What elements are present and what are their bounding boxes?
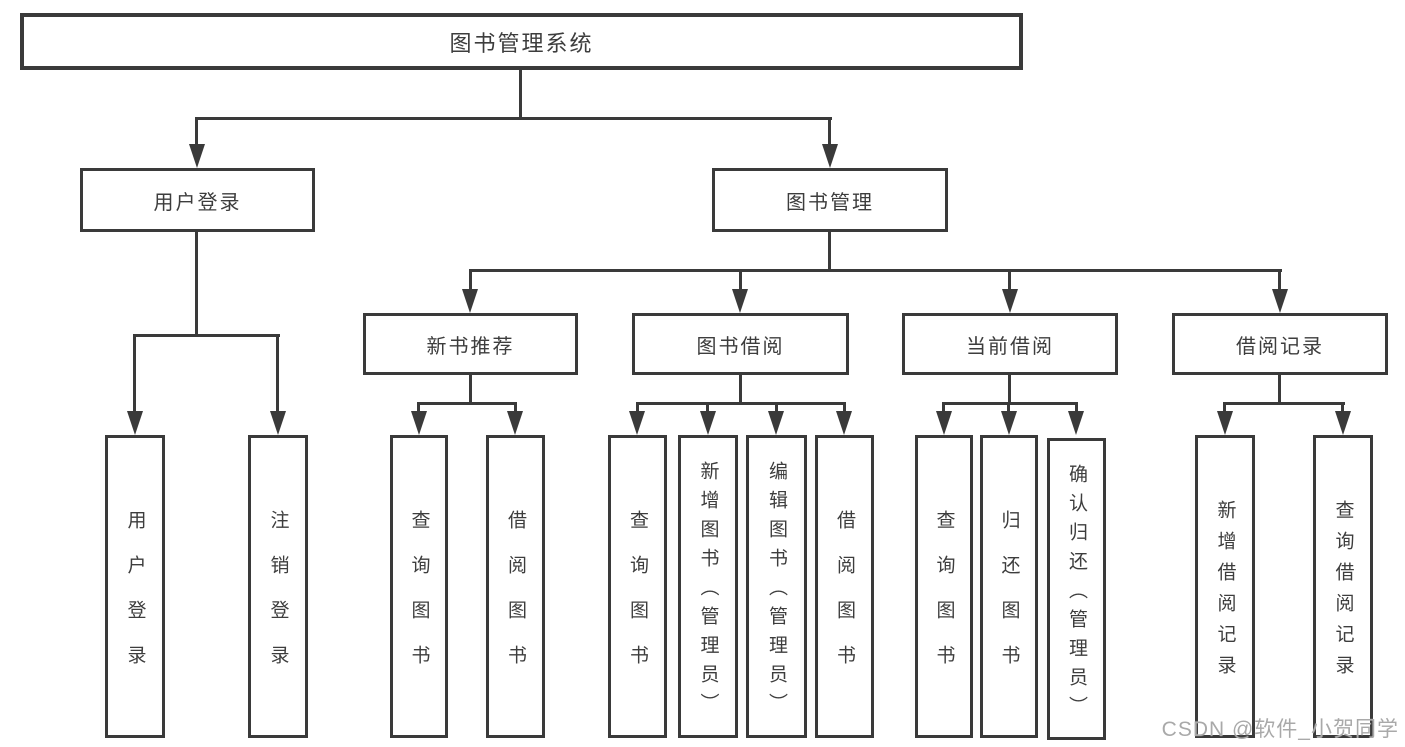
node-book-borrow: 图书借阅 <box>632 313 849 375</box>
connector-drop-book-mgmt <box>828 117 831 147</box>
arrowhead-bb-edit <box>768 411 784 435</box>
arrowhead-user-login <box>189 144 205 168</box>
connector-root-branch <box>195 117 832 120</box>
leaf-confirm-return-admin: 确认归还（管理员） <box>1047 438 1106 740</box>
arrowhead-new-book <box>462 289 478 313</box>
arrowhead-bb-query <box>629 411 645 435</box>
leaf-add-books-admin-label: 新增图书（管理员） <box>697 461 719 722</box>
connector-recommend-branch <box>417 402 517 405</box>
connector-current-branch <box>942 402 1078 405</box>
connector-root-stub <box>519 70 522 119</box>
node-book-borrow-label: 图书借阅 <box>696 335 785 358</box>
leaf-logout-login: 注销登录 <box>248 435 308 738</box>
leaf-query-books-recommend-label: 查询图书 <box>408 509 430 690</box>
node-user-login: 用户登录 <box>80 168 315 232</box>
leaf-query-borrow-record-label: 查询借阅记录 <box>1332 499 1354 686</box>
connector-drop-leaf-logout <box>276 334 279 413</box>
leaf-user-login-label: 用户登录 <box>124 509 146 690</box>
connector-current-stub <box>1008 375 1011 405</box>
node-user-login-label: 用户登录 <box>153 191 242 214</box>
connector-drop-rec-borrow <box>514 402 517 413</box>
connector-login-branch <box>133 334 280 337</box>
leaf-add-borrow-record-label: 新增借阅记录 <box>1214 499 1236 686</box>
connector-drop-cb-query <box>942 402 945 413</box>
node-borrow-records: 借阅记录 <box>1172 313 1388 375</box>
leaf-user-login: 用户登录 <box>105 435 165 738</box>
connector-drop-rc-query <box>1341 402 1344 413</box>
connector-drop-current-borrow <box>1008 269 1011 291</box>
leaf-query-books-recommend: 查询图书 <box>390 435 448 738</box>
arrowhead-current-borrow <box>1002 289 1018 313</box>
connector-mgmt-branch <box>469 269 1282 272</box>
leaf-query-borrow-record: 查询借阅记录 <box>1313 435 1373 738</box>
connector-drop-cb-confirm <box>1075 402 1078 413</box>
connector-drop-new-book <box>469 269 472 291</box>
arrowhead-rec-query <box>411 411 427 435</box>
leaf-add-borrow-record: 新增借阅记录 <box>1195 435 1255 738</box>
arrowhead-book-borrow <box>732 289 748 313</box>
arrowhead-leaf-logout <box>270 411 286 435</box>
connector-drop-leaf-login <box>133 334 136 413</box>
arrowhead-rec-borrow <box>507 411 523 435</box>
connector-drop-book-borrow <box>739 269 742 291</box>
arrowhead-rc-query <box>1335 411 1351 435</box>
leaf-return-books: 归还图书 <box>980 435 1038 738</box>
leaf-query-books-borrow: 查询图书 <box>608 435 667 738</box>
connector-borrow-branch <box>636 402 846 405</box>
leaf-return-books-label: 归还图书 <box>998 509 1020 690</box>
connector-records-stub <box>1278 375 1281 405</box>
leaf-borrow-books-recommend-label: 借阅图书 <box>505 509 526 690</box>
connector-records-branch <box>1223 402 1345 405</box>
arrowhead-cb-confirm <box>1068 411 1084 435</box>
leaf-query-books-current: 查询图书 <box>915 435 973 738</box>
node-book-management: 图书管理 <box>712 168 948 232</box>
node-current-borrow: 当前借阅 <box>902 313 1118 375</box>
arrowhead-borrow-records <box>1272 289 1288 313</box>
leaf-query-books-current-label: 查询图书 <box>933 509 955 690</box>
connector-drop-cb-return <box>1007 402 1010 413</box>
connector-mgmt-stub <box>828 232 831 272</box>
connector-login-stub <box>195 232 198 337</box>
node-new-book-recommend-label: 新书推荐 <box>426 335 515 358</box>
leaf-confirm-return-admin-label: 确认归还（管理员） <box>1066 463 1087 725</box>
node-book-management-label: 图书管理 <box>786 191 874 214</box>
arrowhead-bb-borrow <box>836 411 852 435</box>
connector-drop-rec-query <box>417 402 420 413</box>
arrowhead-rc-add <box>1217 411 1233 435</box>
node-root: 图书管理系统 <box>20 13 1023 70</box>
connector-drop-bb-borrow <box>843 402 846 413</box>
connector-drop-user-login <box>195 117 198 147</box>
arrowhead-cb-return <box>1001 411 1017 435</box>
connector-borrow-stub <box>739 375 742 405</box>
node-borrow-records-label: 借阅记录 <box>1236 335 1324 358</box>
arrowhead-cb-query <box>936 411 952 435</box>
leaf-borrow-books-borrow: 借阅图书 <box>815 435 874 738</box>
leaf-borrow-books-recommend: 借阅图书 <box>486 435 545 738</box>
node-current-borrow-label: 当前借阅 <box>966 335 1054 358</box>
leaf-edit-books-admin-label: 编辑图书（管理员） <box>766 461 787 722</box>
connector-drop-bb-edit <box>775 402 778 413</box>
node-new-book-recommend: 新书推荐 <box>363 313 578 375</box>
leaf-add-books-admin: 新增图书（管理员） <box>678 435 738 738</box>
leaf-borrow-books-borrow-label: 借阅图书 <box>834 509 855 690</box>
connector-drop-borrow-records <box>1278 269 1281 291</box>
watermark-text: CSDN @软件_小贺同学 <box>1161 718 1399 741</box>
leaf-logout-login-label: 注销登录 <box>267 509 289 690</box>
leaf-edit-books-admin: 编辑图书（管理员） <box>746 435 807 738</box>
connector-drop-bb-add <box>706 402 709 413</box>
connector-drop-bb-query <box>636 402 639 413</box>
connector-recommend-stub <box>469 375 472 405</box>
node-root-label: 图书管理系统 <box>449 30 594 56</box>
arrowhead-book-mgmt <box>822 144 838 168</box>
arrowhead-bb-add <box>700 411 716 435</box>
arrowhead-leaf-login <box>127 411 143 435</box>
connector-drop-rc-add <box>1223 402 1226 413</box>
leaf-query-books-borrow-label: 查询图书 <box>627 509 648 690</box>
